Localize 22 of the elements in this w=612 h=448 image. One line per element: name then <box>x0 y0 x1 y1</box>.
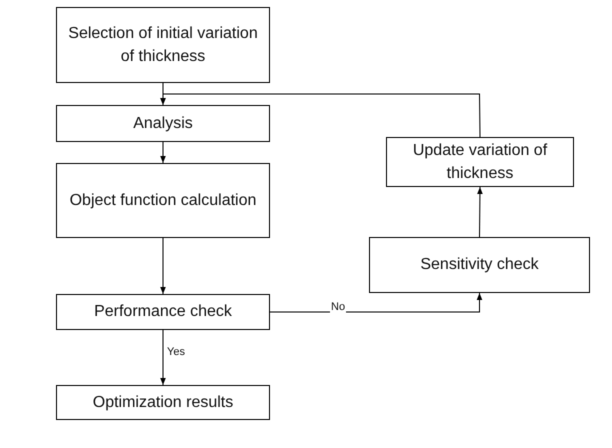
box-label: Sensitivity check <box>420 255 539 276</box>
box-label: Performance check <box>94 302 232 322</box>
box-label: Optimization results <box>92 392 234 413</box>
arrow <box>270 292 482 312</box>
box-label: Update variation of thickness <box>412 140 548 184</box>
process-box <box>56 105 270 142</box>
arrow <box>160 94 480 138</box>
edge-label: Yes <box>166 346 186 358</box>
process-box <box>56 7 270 83</box>
process-box <box>386 137 574 187</box>
box-label: Object function calculation <box>70 190 256 211</box>
process-box <box>56 163 270 238</box>
arrow <box>160 330 166 386</box>
process-box <box>369 237 590 293</box>
arrow <box>477 186 483 238</box>
box-label: Analysis <box>133 114 193 134</box>
box-label: Selection of initial variation of thickness <box>67 24 259 67</box>
arrow <box>160 238 166 294</box>
edge-label: No <box>330 301 346 313</box>
arrow <box>160 142 166 164</box>
process-box <box>56 385 270 420</box>
process-box <box>56 294 270 330</box>
